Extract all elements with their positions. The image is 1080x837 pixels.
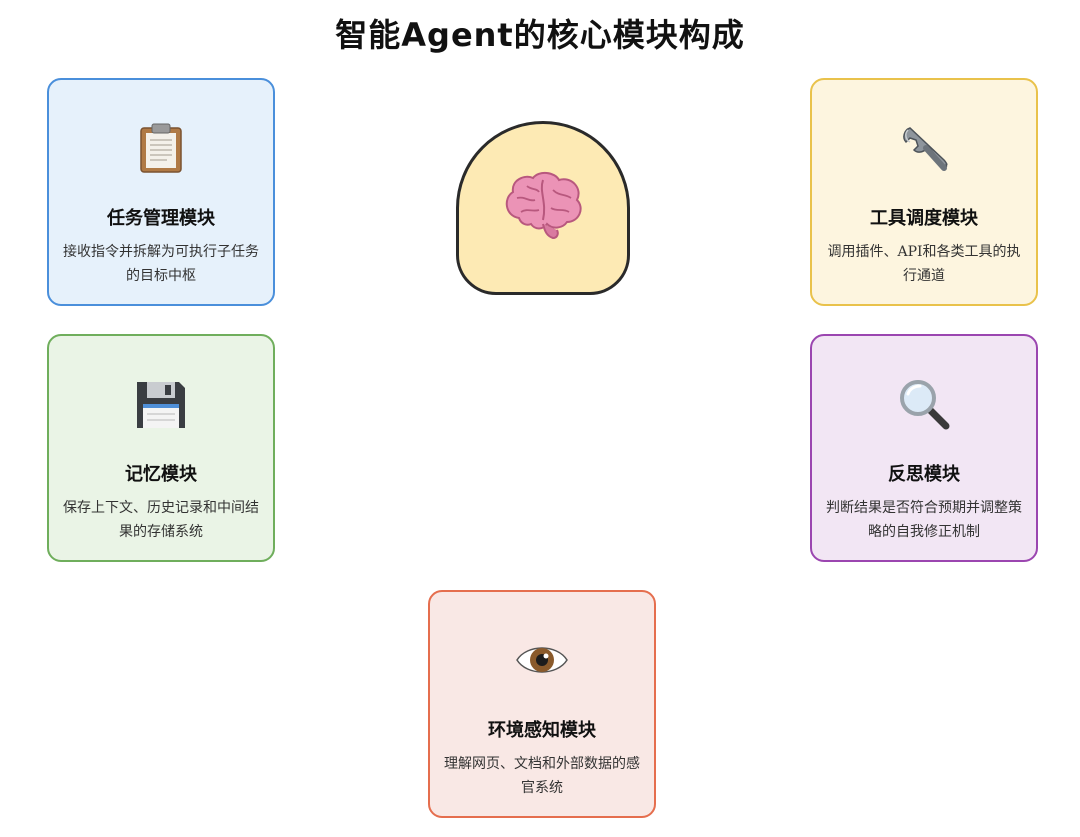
memory-module-desc: 保存上下文、历史记录和中间结果的存储系统: [63, 500, 259, 540]
wrench-icon: [896, 120, 952, 176]
task-management-card: 任务管理模块 接收指令并拆解为可执行子任务的目标中枢: [47, 78, 275, 306]
tool-scheduling-card: 工具调度模块 调用插件、API和各类工具的执行通道: [810, 78, 1038, 306]
environment-module-title: 环境感知模块: [488, 720, 596, 741]
magnifier-icon: [896, 376, 952, 432]
environment-module-desc: 理解网页、文档和外部数据的感官系统: [444, 756, 640, 796]
reflection-module-title: 反思模块: [888, 464, 960, 485]
brain-icon: [499, 168, 587, 248]
clipboard-icon: [133, 120, 189, 176]
tool-module-desc: 调用插件、API和各类工具的执行通道: [827, 244, 1021, 284]
central-brain-node: [456, 121, 630, 295]
tool-module-title: 工具调度模块: [870, 208, 978, 229]
eye-icon: [514, 632, 570, 688]
reflection-module-desc: 判断结果是否符合预期并调整策略的自我修正机制: [826, 500, 1022, 540]
task-module-title: 任务管理模块: [107, 208, 215, 229]
memory-module-title: 记忆模块: [125, 464, 197, 485]
diagram-title: 智能Agent的核心模块构成: [335, 16, 745, 54]
environment-perception-card: 环境感知模块 理解网页、文档和外部数据的感官系统: [428, 590, 656, 818]
floppy-disk-icon: [133, 376, 189, 432]
task-module-desc: 接收指令并拆解为可执行子任务的目标中枢: [63, 244, 259, 284]
reflection-card: 反思模块 判断结果是否符合预期并调整策略的自我修正机制: [810, 334, 1038, 562]
memory-card: 记忆模块 保存上下文、历史记录和中间结果的存储系统: [47, 334, 275, 562]
